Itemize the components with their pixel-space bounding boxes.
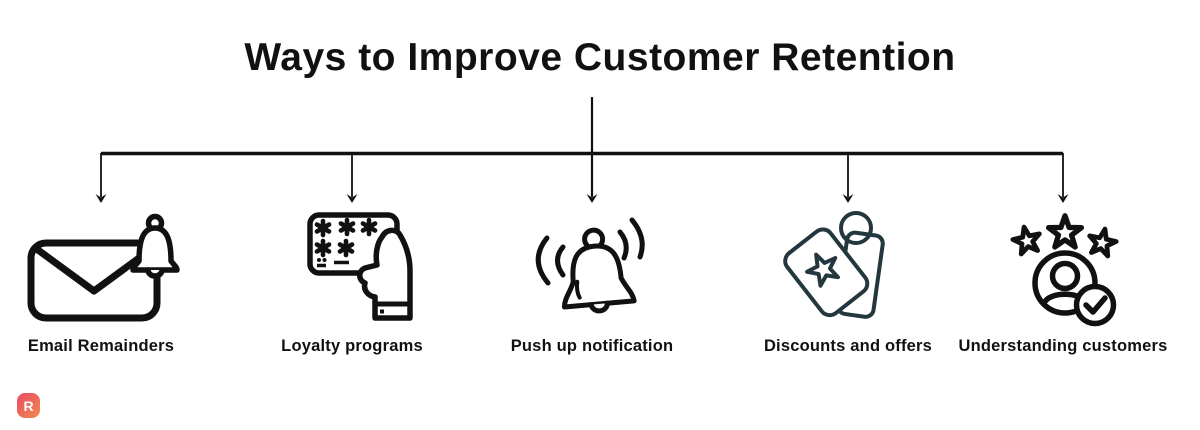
loyalty-card-hand-icon: [287, 206, 417, 330]
branch-email-reminders: Email Remainders: [0, 206, 221, 356]
branch-label: Understanding customers: [958, 337, 1168, 355]
branch-loyalty-programs: Loyalty programs: [232, 206, 472, 356]
branch-label: Email Remainders: [27, 337, 175, 355]
branch-understanding-customers: Understanding customers: [943, 206, 1183, 356]
price-tags-icon: [780, 206, 916, 330]
branch-push-notification: Push up notification: [472, 206, 712, 356]
email-envelope-bell-icon: [22, 206, 180, 330]
branch-discounts-offers: Discounts and offers: [728, 206, 968, 356]
branch-label: Discounts and offers: [763, 337, 933, 355]
branch-arrows: [95, 153, 1069, 203]
diagram-title: Ways to Improve Customer Retention: [244, 36, 956, 79]
notification-bell-icon: [524, 206, 660, 330]
brand-logo: R: [17, 393, 40, 418]
branch-label: Loyalty programs: [281, 337, 423, 355]
branch-label: Push up notification: [510, 337, 674, 355]
customer-stars-check-icon: [998, 206, 1128, 330]
brand-logo-letter: R: [23, 397, 34, 414]
